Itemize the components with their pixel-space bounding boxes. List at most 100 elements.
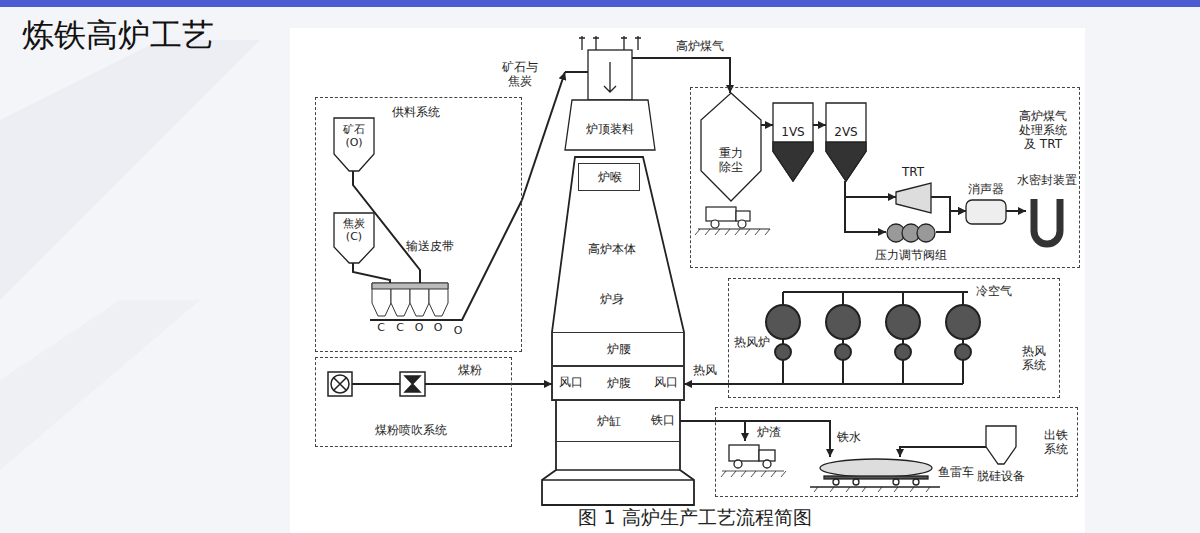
water-seal-outline xyxy=(1034,199,1060,244)
ground-hatch xyxy=(810,486,940,488)
dust-catcher-outline xyxy=(701,93,761,201)
hot-blast-stoves xyxy=(955,344,971,360)
venturi-scrubber: 1VS xyxy=(773,103,813,181)
node-label: 炉喉 xyxy=(598,171,622,185)
hot-blast-stoves xyxy=(783,360,963,384)
hot-blast-stoves xyxy=(886,305,920,339)
storage-hopper-outline xyxy=(334,118,374,171)
dust-catcher: 重力除尘 xyxy=(701,93,761,201)
flow-connector xyxy=(680,421,745,441)
part-label: 输送皮带 xyxy=(406,240,454,254)
ground-hatch xyxy=(721,471,786,477)
coal-injection-equipment xyxy=(400,372,425,396)
ground-hatch xyxy=(814,487,930,492)
system-group: 矿石 (O)焦炭 (C)供料系统 xyxy=(315,97,522,352)
part-label: 铁口 xyxy=(651,414,675,428)
slag-truck-outline xyxy=(729,441,779,469)
edge-label: 高炉煤气 xyxy=(674,40,726,54)
flow-connector xyxy=(936,211,966,232)
flow-connector xyxy=(931,197,966,211)
venturi-scrubber-outline xyxy=(826,103,866,181)
flow-connector xyxy=(1006,210,1026,212)
node-label: 鱼雷车 xyxy=(938,466,974,480)
desilicon-unit: 脱硅设备 xyxy=(986,426,1016,464)
storage-hopper: 焦炭 (C) xyxy=(334,213,374,263)
torpedo-car-outline xyxy=(820,459,932,477)
flow-connector xyxy=(845,181,886,232)
part-label: 风口 xyxy=(654,376,678,390)
top-charging: 炉顶装料 xyxy=(565,36,655,150)
dust-truck xyxy=(738,220,746,228)
venturi-scrubber-outline xyxy=(773,103,813,181)
coal-injection-equipment xyxy=(328,372,352,396)
valve-group-outline xyxy=(917,224,935,242)
slag-truck-outline xyxy=(763,460,771,468)
background xyxy=(0,40,260,300)
top-charging-outline xyxy=(604,62,616,92)
background xyxy=(0,300,200,470)
coal-injection-equipment xyxy=(331,375,349,393)
node-label: 炉腰 xyxy=(607,343,631,357)
hot-blast-stoves xyxy=(766,305,800,339)
bins xyxy=(372,283,448,316)
venturi-scrubber-outline xyxy=(773,103,813,181)
desilicon-unit-outline xyxy=(986,426,1016,464)
ground-hatch xyxy=(722,471,784,472)
hot-blast-stoves xyxy=(728,292,980,384)
water-seal-outline xyxy=(1026,197,1069,247)
torpedo-car-outline xyxy=(853,479,859,485)
dust-truck xyxy=(695,229,770,235)
top-charging-outline xyxy=(579,36,585,50)
part-label: 风口 xyxy=(559,376,583,390)
torpedo-car-outline xyxy=(833,479,839,485)
edge-label: 热风 xyxy=(691,364,719,378)
system-group: 重力除尘1VS2VSTRT压力调节阀组消声器水密封装置高炉煤气处理系统及 TRT xyxy=(690,87,1080,268)
node-label: 高炉本体 xyxy=(588,243,636,257)
part-label: C xyxy=(377,322,385,335)
flow-connector xyxy=(845,181,896,197)
hot-blast-stoves xyxy=(946,305,980,339)
desilicon-unit-outline xyxy=(986,426,1016,464)
feed-lines xyxy=(353,170,522,320)
top-charging-outline xyxy=(635,36,641,50)
storage-hopper-outline xyxy=(334,118,374,171)
flow-connector xyxy=(684,383,728,385)
furnace-section: 炉喉 xyxy=(578,163,640,191)
trt-turbine-outline xyxy=(896,183,931,213)
edge-label: 矿石与焦炭 xyxy=(498,61,542,89)
hot-blast-stoves xyxy=(783,339,963,344)
torpedo-car-outline xyxy=(913,479,919,485)
part-label: O xyxy=(434,322,443,335)
slag-truck-outline xyxy=(729,445,775,468)
node-label: 焦炭 (C) xyxy=(339,218,369,243)
hot-blast-stoves xyxy=(783,292,963,305)
furnace-body: 炉喉炉腰炉腹炉缸高炉本体炉身 xyxy=(540,155,696,505)
flow-connector xyxy=(900,447,986,457)
hot-blast-stoves xyxy=(835,344,851,360)
silencer-outline xyxy=(966,200,1006,224)
storage-hopper-outline xyxy=(334,213,374,263)
node-label: 供料系统 xyxy=(392,106,440,120)
dust-truck xyxy=(711,220,719,228)
torpedo-car-outline xyxy=(824,476,928,479)
node-label: 炉身 xyxy=(600,293,624,307)
system-group: 炉渣鱼雷车脱硅设备出铁系统 xyxy=(715,407,1078,497)
part-label: 热风炉 xyxy=(734,336,770,350)
venturi-scrubber-outline xyxy=(826,103,866,181)
hot-blast-stoves xyxy=(775,344,791,360)
node-label: 煤粉喷吹系统 xyxy=(375,424,447,438)
node-label: 重力除尘 xyxy=(717,147,745,175)
venturi-scrubber: 2VS xyxy=(826,103,866,181)
node-label: 压力调节阀组 xyxy=(875,249,947,263)
slag-truck-outline xyxy=(734,460,742,468)
node-label: 高炉煤气处理系统及 TRT xyxy=(1016,110,1070,151)
silencer-outline xyxy=(966,200,1006,224)
hot-blast-stoves xyxy=(895,344,911,360)
top-charging-outline xyxy=(588,50,632,100)
valve-group-outline xyxy=(886,223,936,243)
trt-turbine-outline xyxy=(896,183,931,213)
node-label: 炉缸 xyxy=(597,415,621,429)
slag-truck: 炉渣 xyxy=(729,441,779,469)
